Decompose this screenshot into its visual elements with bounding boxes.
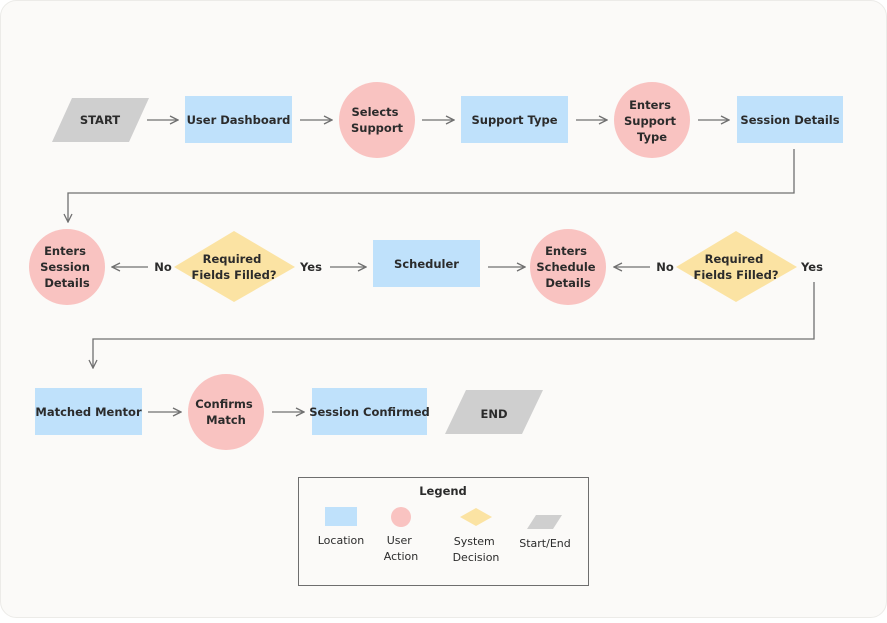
svg-text:Required Fields Filled?: Required Fields Filled?	[693, 252, 778, 282]
start-end-shape	[445, 390, 543, 434]
session-confirmed-label: Session Confirmed	[309, 405, 430, 419]
decision-2-label-line-2: Fields Filled?	[693, 268, 778, 282]
confirms-match-label-line-2: Match	[206, 413, 246, 427]
node-decision-1: Required Fields Filled?	[174, 231, 295, 302]
node-session-confirmed: Session Confirmed	[309, 388, 430, 435]
svg-text:Enters Support Typ: Enters Support Type	[624, 98, 680, 144]
node-support-type: Support Type	[461, 96, 568, 143]
node-end: END	[445, 390, 543, 434]
legend-system-decision-swatch	[460, 508, 492, 526]
legend-item-location: Location	[318, 507, 365, 547]
svg-text:User Action: User Action	[384, 534, 418, 563]
user-action-shape	[29, 229, 105, 305]
selects-support-label-line-1: Selects	[352, 105, 399, 119]
user-action-shape	[530, 229, 606, 305]
node-user-dashboard: User Dashboard	[185, 96, 292, 143]
user-dashboard-label: User Dashboard	[187, 113, 291, 127]
node-enters-support-type: Enters Support Type	[614, 82, 690, 158]
svg-text:System Decision: System Decision	[453, 535, 500, 564]
svg-text:Selects Support: Selects Support	[351, 105, 404, 135]
legend-title: Legend	[419, 484, 467, 498]
user-action-shape	[188, 374, 264, 450]
matched-mentor-label: Matched Mentor	[35, 405, 142, 419]
svg-text:Enters Session Det: Enters Session Details	[40, 244, 94, 290]
legend-item-start-end: Start/End	[519, 515, 571, 550]
node-selects-support: Selects Support	[339, 82, 415, 158]
scheduler-label: Scheduler	[394, 257, 459, 271]
node-enters-session-details: Enters Session Details	[29, 229, 105, 305]
user-action-shape	[339, 82, 415, 158]
decision-1-label-line-2: Fields Filled?	[191, 268, 276, 282]
decision-2-yes-label: Yes	[800, 260, 823, 274]
location-shape	[461, 96, 568, 143]
legend-location-label: Location	[318, 534, 365, 547]
start-label: START	[80, 113, 120, 127]
svg-text:Enters Schedule De: Enters Schedule Details	[536, 244, 599, 290]
confirms-match-label-line-1: Confirms	[195, 397, 253, 411]
decision-1-yes-label: Yes	[299, 260, 322, 274]
svg-text:Confirms Match: Confirms Match	[195, 397, 257, 427]
legend-user-action-label-line-1: User	[387, 534, 413, 547]
location-shape	[185, 96, 292, 143]
node-start: START	[52, 98, 149, 142]
enters-schedule-details-label-line-1: Enters	[545, 244, 587, 258]
legend-system-decision-label-line-2: Decision	[453, 551, 500, 564]
legend-frame	[298, 477, 589, 586]
decision-1-no-label: No	[154, 260, 172, 274]
edge-session-details-to-enters-session-details	[68, 149, 795, 222]
decision-1-label-line-1: Required	[203, 252, 262, 266]
legend-item-user-action: User Action	[384, 507, 418, 563]
selects-support-label-line-2: Support	[351, 121, 404, 135]
connectors	[68, 120, 815, 412]
user-action-shape	[614, 82, 690, 158]
node-decision-2: Required Fields Filled?	[676, 231, 797, 302]
legend-user-action-swatch	[391, 507, 411, 527]
node-confirms-match: Confirms Match	[188, 374, 264, 450]
location-shape	[737, 96, 843, 143]
start-end-shape	[52, 98, 149, 142]
legend-start-end-swatch	[527, 515, 562, 529]
legend-item-system-decision: System Decision	[453, 508, 500, 564]
legend-user-action-label-line-2: Action	[384, 550, 418, 563]
enters-session-details-label-line-3: Details	[44, 276, 89, 290]
legend-system-decision-label-line-1: System	[454, 535, 495, 548]
node-session-details: Session Details	[737, 96, 843, 143]
enters-session-details-label-line-1: Enters	[44, 244, 86, 258]
system-decision-shape	[174, 231, 295, 302]
node-scheduler: Scheduler	[373, 240, 480, 287]
decision-2-no-label: No	[656, 260, 674, 274]
legend-start-end-label: Start/End	[519, 537, 570, 550]
end-label: END	[480, 407, 507, 421]
location-shape	[35, 388, 142, 435]
session-details-label: Session Details	[740, 113, 839, 127]
edge-decision-2-yes-to-matched-mentor	[93, 282, 815, 368]
enters-schedule-details-label-line-3: Details	[545, 276, 590, 290]
svg-text:Required Fields Filled?: Required Fields Filled?	[191, 252, 276, 282]
enters-support-type-label-line-3: Type	[637, 130, 667, 144]
node-matched-mentor: Matched Mentor	[35, 388, 142, 435]
support-type-label: Support Type	[471, 113, 557, 127]
legend-location-swatch	[325, 507, 357, 526]
location-shape	[312, 388, 427, 435]
legend: Legend Location User Action System Decis…	[298, 477, 589, 586]
enters-schedule-details-label-line-2: Schedule	[536, 260, 595, 274]
enters-support-type-label-line-1: Enters	[629, 98, 671, 112]
decision-2-label-line-1: Required	[705, 252, 764, 266]
node-enters-schedule-details: Enters Schedule Details	[530, 229, 606, 305]
enters-support-type-label-line-2: Support	[624, 114, 677, 128]
system-decision-shape	[676, 231, 797, 302]
location-shape	[373, 240, 480, 287]
enters-session-details-label-line-2: Session	[40, 260, 90, 274]
